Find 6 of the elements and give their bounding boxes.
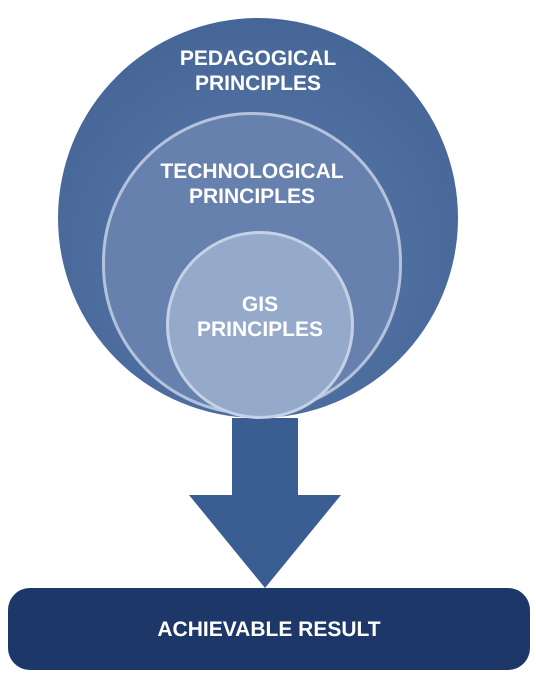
- node-label: TECHNOLOGICAL PRINCIPLES: [159, 159, 345, 209]
- node-label: ACHIEVABLE RESULT: [156, 616, 382, 642]
- node-label: PEDAGOGICAL PRINCIPLES: [178, 46, 338, 96]
- block-arrow: [189, 418, 341, 588]
- node-label: GIS PRINCIPLES: [196, 292, 324, 342]
- result-box: [8, 588, 530, 670]
